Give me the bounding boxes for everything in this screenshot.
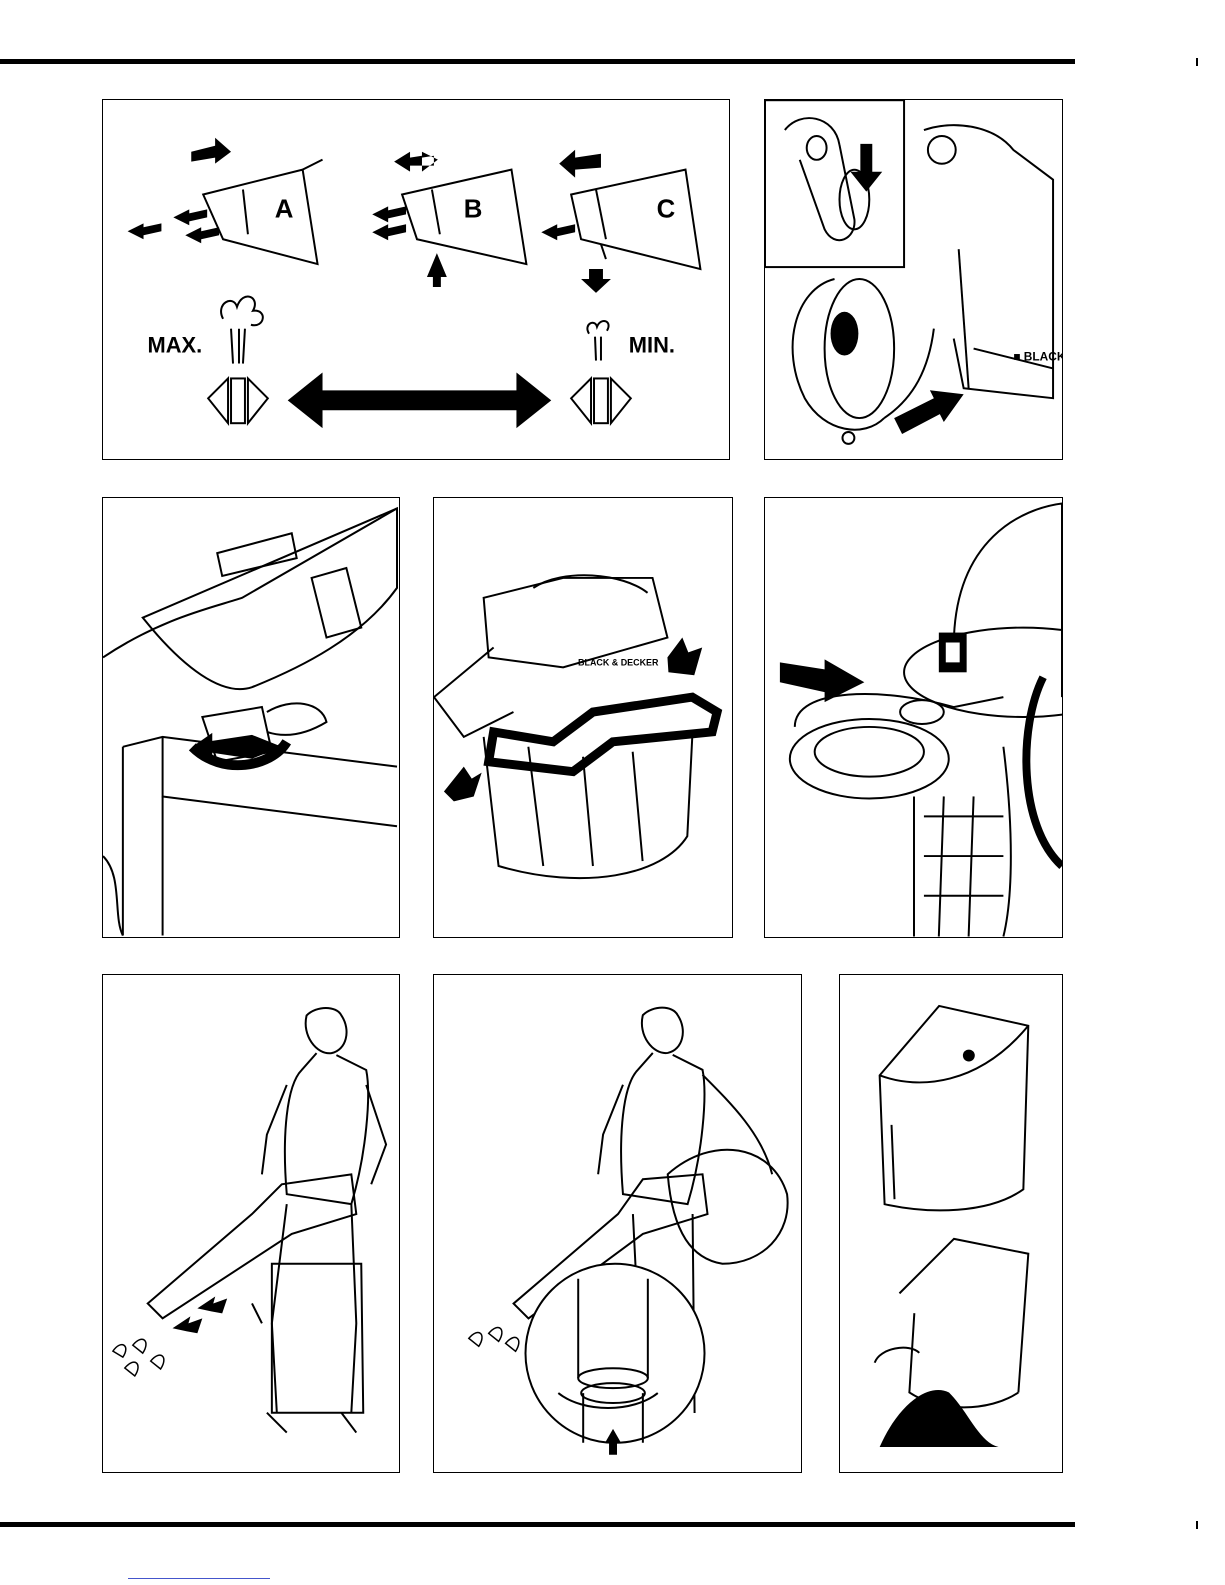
arrow-icon (444, 638, 702, 802)
brand-mark: ■ BLACK (1013, 349, 1062, 363)
debris-icon (880, 1390, 999, 1447)
label-max: MAX. (147, 333, 202, 358)
switch-attach-drawing: ■ BLACK (765, 100, 1062, 459)
bag-attach-drawing: BLACK & DECKER (434, 498, 732, 937)
header-rule (0, 59, 1075, 64)
figure-airflow-adjust: A B C MAX. MIN. (102, 99, 730, 460)
figure-operator-blow (102, 974, 400, 1473)
operator-blow-drawing (103, 975, 399, 1472)
label-b: B (464, 195, 483, 223)
bag-empty-drawing (840, 975, 1062, 1472)
brand-mark: BLACK & DECKER (578, 657, 659, 667)
figure-operator-vacuum (433, 974, 802, 1473)
figure-switch-attach: ■ BLACK (764, 99, 1063, 460)
margin-tick (1196, 1521, 1198, 1529)
label-c: C (657, 195, 676, 223)
footer-rule (0, 1522, 1075, 1527)
figure-bag-clip (102, 497, 400, 938)
arrow-icon (173, 1297, 228, 1334)
figure-bag-attach: BLACK & DECKER (433, 497, 733, 938)
leaf-icon (113, 1339, 164, 1376)
leaf-icon (469, 1327, 519, 1351)
label-a: A (275, 195, 294, 223)
arrow-icon (780, 659, 864, 702)
tube-connector-drawing (765, 498, 1062, 937)
link-underline (128, 1578, 270, 1579)
airflow-icon (221, 296, 609, 363)
margin-tick (1196, 58, 1198, 66)
arrow-icon (128, 138, 611, 293)
label-min: MIN. (629, 333, 675, 358)
arrow-icon (850, 144, 963, 434)
figure-tube-connector (764, 497, 1063, 938)
airflow-adjust-drawing: A B C MAX. MIN. (103, 100, 729, 459)
figure-bag-empty (839, 974, 1063, 1473)
double-arrow-icon (288, 372, 552, 428)
operator-vacuum-drawing (434, 975, 801, 1472)
bag-clip-drawing (103, 498, 399, 937)
tube-lock-inset (526, 1264, 705, 1443)
